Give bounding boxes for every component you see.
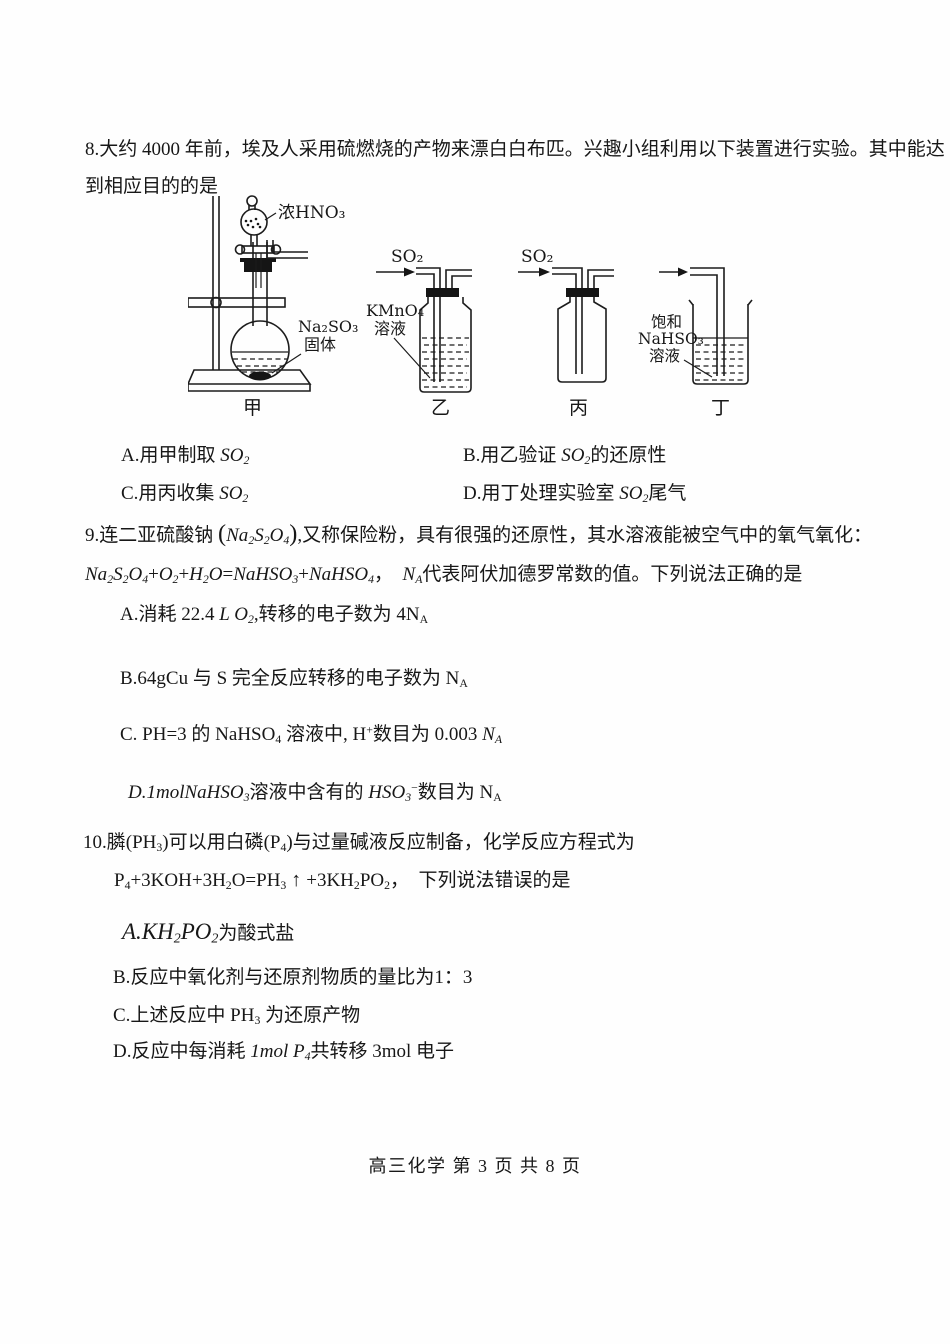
page-footer: 高三化学 第 3 页 共 8 页 <box>368 1156 582 1176</box>
q8-stem-line2: 到相应目的的是 <box>85 176 219 197</box>
q9-option-c: C. PH=3 的 NaHSO4 溶液中, H+数目为 0.003 NA <box>120 723 502 746</box>
q9-stem-line1: 9.连二亚硫酸钠 (Na2S2O4),又称保险粉，具有很强的还原性，其水溶液能被… <box>85 520 873 547</box>
apparatus-jia: 浓HNO₃ Na₂SO₃ 固体 甲 <box>188 195 358 419</box>
q8-option-b: B.用乙验证 SO2的还原性 <box>463 445 667 467</box>
ding-solution-label-2: NaHSO₃ <box>638 330 704 348</box>
yi-solution-label-1: KMnO₄ <box>366 301 424 320</box>
yi-gas-label: SO₂ <box>391 247 423 267</box>
q8-stem-line1: 8.大约 4000 年前，埃及人采用硫燃烧的产物来漂白白布匹。兴趣小组利用以下装… <box>85 139 945 160</box>
na2so3-solid <box>249 371 271 381</box>
jia-name-label: 甲 <box>243 397 262 419</box>
ding-tube <box>690 267 725 376</box>
yi-solution-label-2: 溶液 <box>374 319 406 338</box>
q8-apparatus-diagram: 浓HNO₃ Na₂SO₃ 固体 甲 SO₂ <box>188 195 753 419</box>
q9-option-a: A.消耗 22.4 L O2,转移的电子数为 4NA <box>120 604 429 626</box>
ding-solution-label-3: 溶液 <box>649 347 680 365</box>
round-bottom-flask <box>230 242 290 381</box>
jia-solid-label-1: Na₂SO₃ <box>298 317 358 336</box>
q8-option-c: C.用丙收集 SO2 <box>121 483 249 505</box>
q10-option-a: A.KH2PO2为酸式盐 <box>122 919 295 947</box>
q8-option-d: D.用丁处理实验室 SO2尾气 <box>463 483 687 505</box>
q10-option-c: C.上述反应中 PH3 为还原产物 <box>113 1005 361 1027</box>
q10-equation: P4+3KOH+3H2O=PH3 ↑ +3KH2PO2， 下列说法错误的是 <box>114 869 571 892</box>
delivery-tube <box>266 240 308 259</box>
q10-option-b: B.反应中氧化剂与还原剂物质的量比为1：3 <box>113 967 473 988</box>
ding-solution-label-1: 饱和 <box>651 313 682 331</box>
jia-funnel-reagent-label: 浓HNO₃ <box>278 203 345 223</box>
stand-clamp <box>188 297 286 308</box>
apparatus-bing: SO₂ 丙 <box>518 247 614 419</box>
ding-beaker <box>692 304 749 385</box>
bing-gas-label: SO₂ <box>521 247 553 267</box>
apparatus-ding: 饱和 NaHSO₃ 溶液 丁 <box>638 267 753 419</box>
q10-stem: 10.膦(PH3)可以用白磷(P4)与过量碱液反应制备，化学反应方程式为 <box>83 832 635 854</box>
jia-solid-label-2: 固体 <box>304 335 336 354</box>
bing-name-label: 丙 <box>569 397 588 419</box>
yi-name-label: 乙 <box>431 397 450 419</box>
q9-stem-line2: Na2S2O4+O2+H2O=NaHSO3+NaHSO4， NA代表阿伏加德罗常… <box>85 564 803 586</box>
dropping-funnel <box>234 195 282 288</box>
yi-stopper <box>426 288 459 297</box>
q10-option-d: D.反应中每消耗 1mol P4共转移 3mol 电子 <box>113 1041 455 1063</box>
bing-stopper <box>566 288 599 297</box>
apparatus-yi: SO₂ <box>366 247 472 419</box>
yi-bottle <box>419 297 472 393</box>
q8-option-a: A.用甲制取 SO2 <box>121 445 250 467</box>
q9-option-d: D.1molNaHSO3溶液中含有的 HSO3−数目为 NA <box>128 781 502 804</box>
q9-option-b: B.64gCu 与 S 完全反应转移的电子数为 NA <box>120 668 468 690</box>
ding-name-label: 丁 <box>711 397 730 419</box>
bing-bottle <box>557 297 607 383</box>
stopper <box>240 258 276 262</box>
